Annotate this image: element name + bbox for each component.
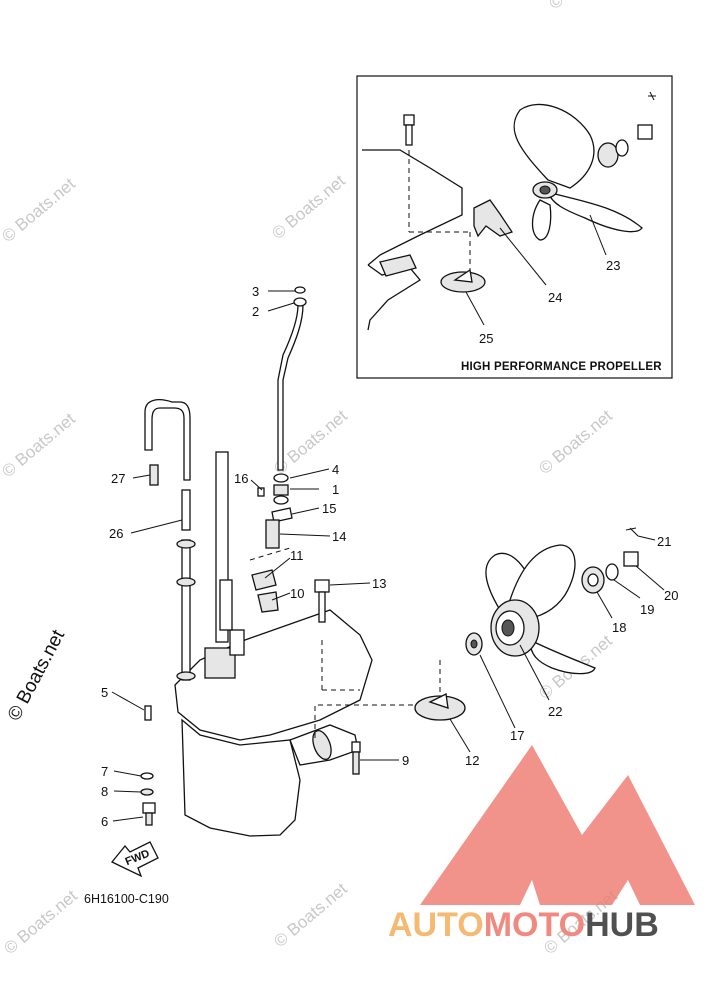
callout-16: 16 (234, 471, 248, 486)
brand-logo-mark (420, 745, 695, 905)
diagram-code: 6H16100-C190 (84, 892, 169, 906)
callout-10: 10 (290, 586, 304, 601)
callout-25: 25 (479, 331, 493, 346)
watermark: © Boats.net (0, 174, 79, 246)
brand-hub: HUB (585, 906, 659, 944)
brand-moto: MOTO (484, 906, 585, 944)
brand-wordmark: AUTOMOTOHUB (388, 906, 659, 944)
callout-7: 7 (101, 764, 108, 779)
callout-27: 27 (111, 471, 125, 486)
inset-caption: HIGH PERFORMANCE PROPELLER (461, 361, 662, 373)
callout-12: 12 (465, 753, 479, 768)
callout-8: 8 (101, 784, 108, 799)
brand-logo: AUTOMOTOHUB (388, 745, 695, 944)
callout-3: 3 (252, 284, 259, 299)
callout-14: 14 (332, 529, 346, 544)
callout-13: 13 (372, 576, 386, 591)
inset-high-performance-propeller: 23 24 25 HIGH PERFORMANCE PROPELLER (356, 75, 673, 379)
fwd-arrow: FWD (110, 841, 159, 878)
callout-18: 18 (612, 620, 626, 635)
lower-unit-assembly: FWD 1 2 3 4 5 6 7 8 9 1 (84, 284, 678, 906)
callout-6: 6 (101, 814, 108, 829)
callout-11: 11 (290, 548, 304, 563)
watermark: © Boats.net (0, 409, 79, 481)
callout-26: 26 (109, 526, 123, 541)
callout-2: 2 (252, 304, 259, 319)
watermark-left-edge: © Boats.net (4, 626, 70, 724)
callout-20: 20 (664, 588, 678, 603)
watermark: © Boats.net (535, 406, 616, 478)
callout-19: 19 (640, 602, 654, 617)
watermark: © Boats.net (0, 886, 81, 958)
callout-21: 21 (657, 534, 671, 549)
callout-9: 9 (402, 753, 409, 768)
callout-17: 17 (510, 728, 524, 743)
callout-22: 22 (548, 704, 562, 719)
callout-4: 4 (332, 462, 339, 477)
callout-1: 1 (332, 482, 339, 497)
watermark: © Boats.net (270, 879, 351, 951)
watermark: © Boats.net (545, 0, 626, 13)
watermark: © Boats.net (268, 171, 349, 243)
callout-24: 24 (548, 290, 562, 305)
callout-23: 23 (606, 258, 620, 273)
brand-auto: AUTO (388, 906, 484, 944)
callout-5: 5 (101, 685, 108, 700)
callout-15: 15 (322, 501, 336, 516)
